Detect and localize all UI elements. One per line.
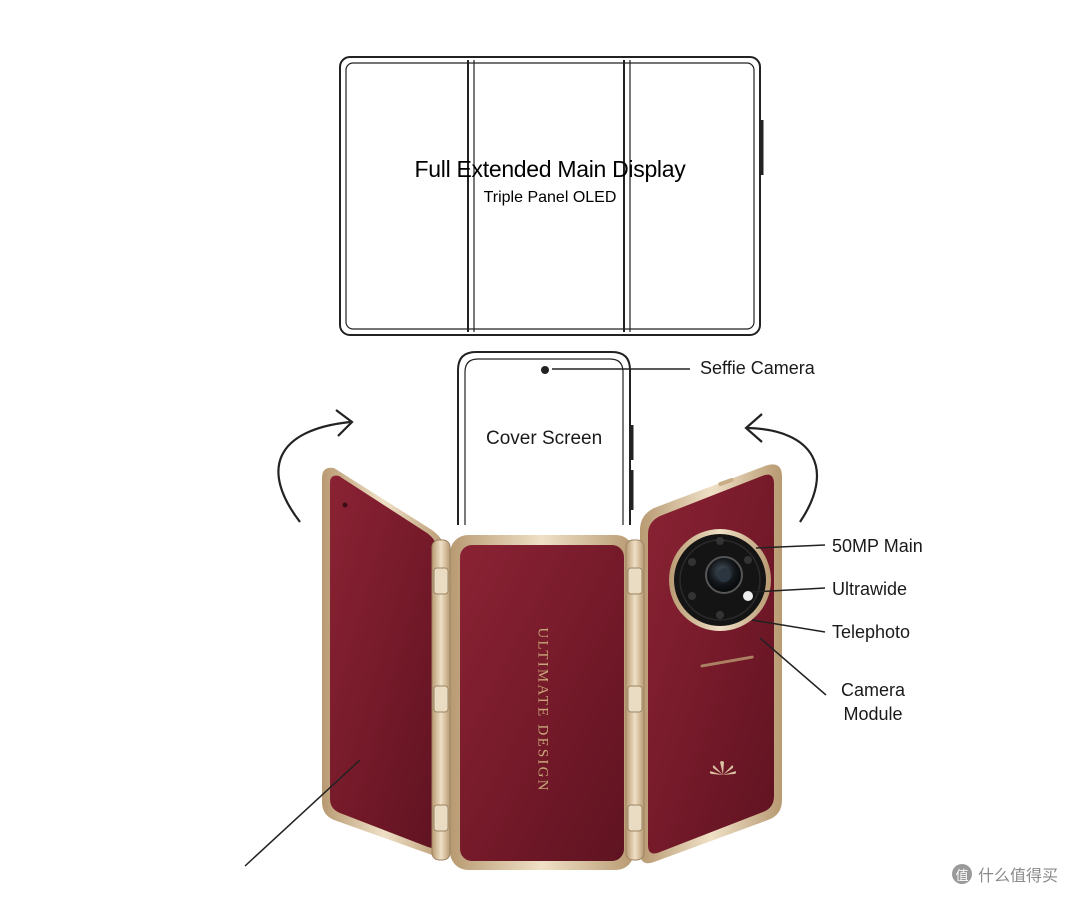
center-panel	[450, 535, 634, 870]
right-hinge	[625, 539, 645, 861]
camera-module	[669, 529, 771, 631]
main-display-subtitle-wrap: Triple Panel OLED	[340, 189, 760, 207]
ultrawide-label: Ultrawide	[832, 579, 908, 599]
watermark-text: 什么值得买	[977, 868, 1058, 885]
main-display-outline	[339, 56, 764, 336]
watermark-badge: 值	[951, 864, 972, 884]
main-display-title-wrap: Full Extended Main Display	[340, 156, 760, 183]
left-hinge	[431, 539, 451, 861]
camera-module-label-line2: Module	[843, 704, 903, 724]
callout-lines	[244, 368, 827, 867]
main-camera-label: 50MP Main	[832, 536, 923, 556]
selfie-camera-label: Seffie Camera	[700, 358, 815, 378]
cover-screen-label: Cover Screen	[486, 428, 603, 449]
selfie-camera-dot	[541, 366, 549, 374]
cover-screen-outline	[457, 351, 634, 525]
telephoto-label: Telephoto	[832, 622, 911, 642]
watermark: 值 什么值得买	[951, 862, 1058, 886]
main-display-subtitle: Triple Panel OLED	[483, 189, 617, 206]
camera-module-label-line1: Camera	[840, 680, 906, 700]
camera-module-label: Camera Module	[832, 680, 914, 725]
center-panel-engraving: ULTIMATE DESIGN	[534, 627, 551, 793]
rotation-arrow-left	[277, 409, 354, 523]
main-display-title: Full Extended Main Display	[414, 156, 686, 182]
rotation-arrow-right	[744, 413, 818, 523]
brand-logo	[709, 761, 737, 775]
left-panel	[322, 467, 446, 857]
